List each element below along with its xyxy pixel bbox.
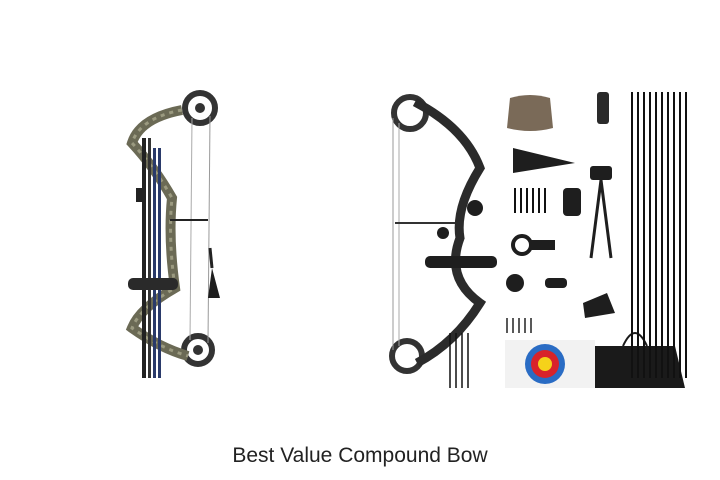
compound-bow-kit-image — [385, 88, 695, 390]
camo-compound-bow-image — [120, 88, 230, 390]
product-caption: Best Value Compound Bow — [232, 444, 488, 467]
